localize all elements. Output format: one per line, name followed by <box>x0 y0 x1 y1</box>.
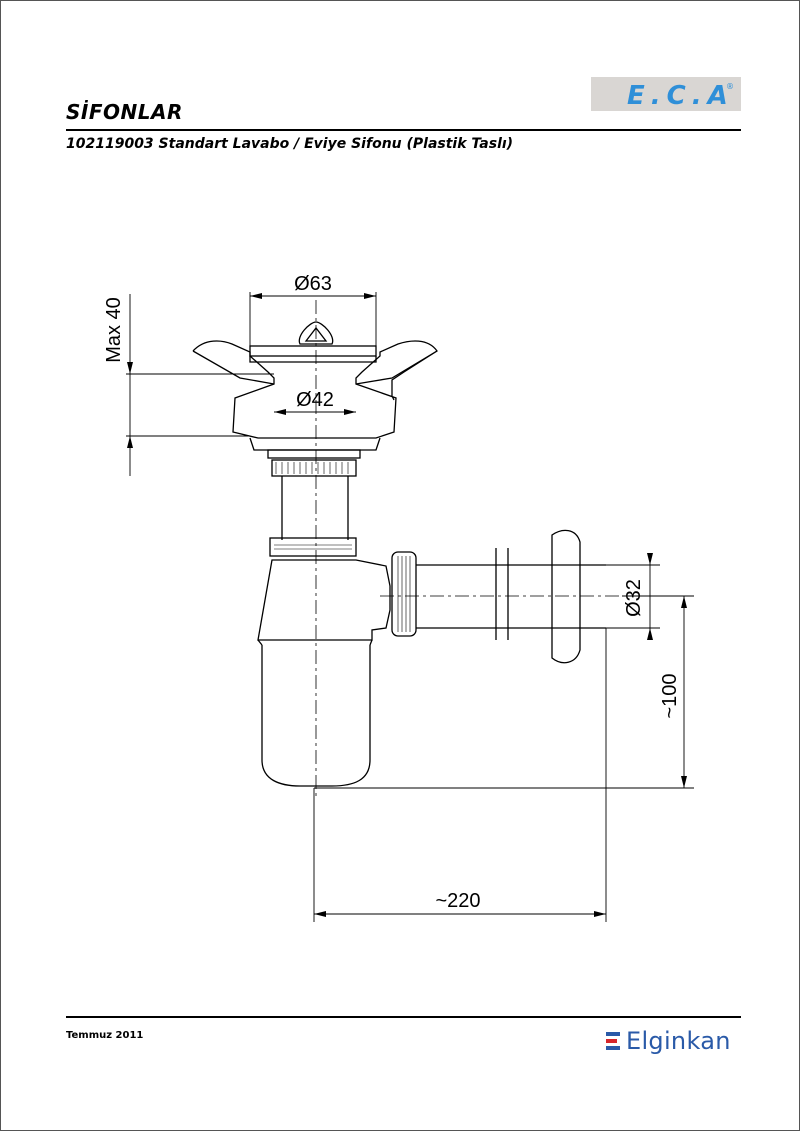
pipe-break-marks <box>495 548 509 640</box>
knurl-hatch-top <box>275 462 349 474</box>
dim-line-dia-top <box>249 292 377 346</box>
label-max-height: Max 40 <box>103 297 125 363</box>
dim-line-max-height <box>126 294 274 476</box>
lock-ring <box>267 449 361 459</box>
strainer-rim <box>249 356 377 363</box>
elginkan-logo-icon <box>606 1032 620 1050</box>
elginkan-brand: Elginkan <box>606 1024 731 1058</box>
elginkan-brand-name: Elginkan <box>626 1027 731 1055</box>
label-dia-outlet: Ø32 <box>623 579 645 617</box>
registered-mark: ® <box>726 82 734 91</box>
knurled-nut <box>271 459 357 477</box>
bottle-cup <box>261 645 371 787</box>
dim-line-length-220 <box>313 628 607 922</box>
sink-left-wing-inner <box>192 350 275 385</box>
eca-logo: E.C.A ® <box>591 77 741 111</box>
product-title: 102119003 Standart Lavabo / Eviye Sifonu… <box>66 136 514 152</box>
strainer-grip <box>298 321 334 345</box>
footer-rule <box>66 1016 741 1018</box>
sink-right-wing-inner <box>355 350 438 385</box>
outlet-nut <box>391 551 417 637</box>
dim-line-height-100 <box>314 595 694 789</box>
strainer-flange <box>249 345 377 357</box>
strainer-grip-inner <box>304 326 328 342</box>
bottom-flange <box>249 437 381 451</box>
label-dia-top: Ø63 <box>294 273 332 295</box>
bottle-joint <box>257 639 373 646</box>
outlet-nut-hatch <box>397 556 411 632</box>
tail-pipe <box>281 476 349 540</box>
bottle-body <box>257 559 391 641</box>
sink-basin-outline <box>192 340 438 439</box>
label-dia-mid: Ø42 <box>296 389 334 411</box>
label-length-220: ~220 <box>435 890 480 912</box>
coupling-hatch <box>274 544 352 550</box>
header-rule <box>66 129 741 131</box>
coupling-nut <box>269 537 357 557</box>
siphon-technical-drawing: Ø63 Ø42 Max 40 Ø32 ~100 ~220 <box>103 273 694 922</box>
eca-logo-text: E.C.A <box>627 81 734 111</box>
section-title: SİFONLAR <box>66 100 183 124</box>
wall-rosette <box>551 529 581 664</box>
outlet-pipe <box>416 564 606 629</box>
footer-date: Temmuz 2011 <box>66 1030 144 1041</box>
label-height-100: ~100 <box>659 673 681 718</box>
